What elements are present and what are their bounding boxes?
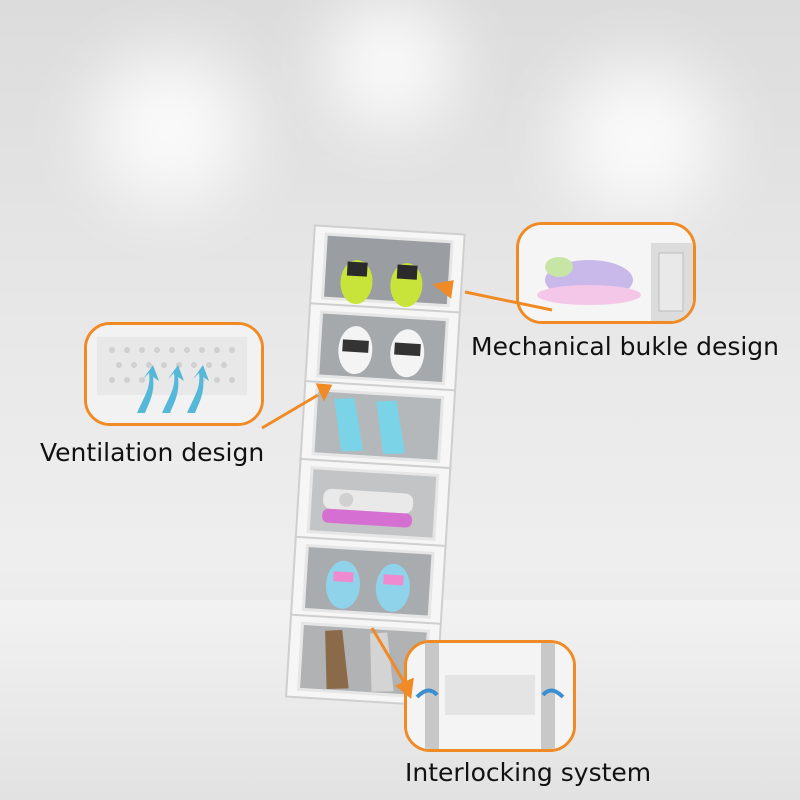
ventilation-label: Ventilation design <box>40 438 265 467</box>
interlocking-closeup <box>404 640 576 752</box>
mechanical-connector <box>464 290 553 312</box>
arrow-icon <box>395 677 414 699</box>
mechanical-buckle-label: Mechanical bukle design <box>471 332 780 361</box>
sneaker-closeup <box>519 225 693 321</box>
shoe-box <box>289 535 447 627</box>
interlocking-label: Interlocking system <box>405 758 652 787</box>
ventilation-closeup <box>84 322 264 426</box>
interlocking-connector <box>370 627 406 683</box>
ventilation-holes <box>87 325 261 423</box>
ceiling-light <box>290 0 490 150</box>
shoe-box <box>294 457 452 550</box>
mechanical-buckle-closeup <box>516 222 696 324</box>
arrow-icon <box>315 383 333 402</box>
ventilation-connector <box>261 393 319 430</box>
ceiling-light <box>520 40 760 240</box>
shoe-box <box>304 302 461 394</box>
arrow-icon <box>432 280 454 299</box>
shoe-box <box>299 380 457 472</box>
ceiling-light <box>50 30 290 230</box>
interlocking-corner <box>407 643 573 749</box>
shoe-box <box>308 224 466 316</box>
